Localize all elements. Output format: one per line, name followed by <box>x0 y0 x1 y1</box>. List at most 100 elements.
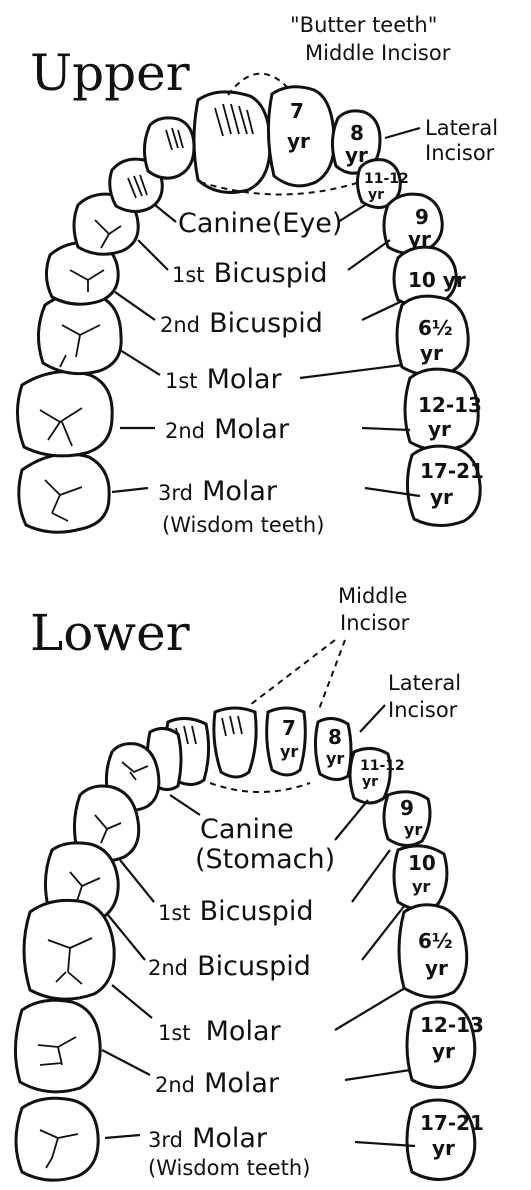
lower-age-molar1-2: yr <box>425 956 448 980</box>
upper-canine-leader-left <box>155 205 176 222</box>
lower-lateral-leader <box>360 705 385 732</box>
lower-left-molar2 <box>15 1000 100 1092</box>
upper-bicuspid2-leader-left <box>115 292 155 320</box>
upper-age-canine-1: 11-12 <box>364 171 409 187</box>
lower-age-lateral-1: 8 <box>328 725 342 749</box>
lower-age-bicuspid1-2: yr <box>404 820 422 839</box>
lower-molar1-leader-right <box>335 988 405 1030</box>
lower-canine-leader-left <box>170 795 200 815</box>
upper-age-canine-2: yr <box>368 187 384 203</box>
upper-age-molar2-2: yr <box>428 417 451 441</box>
upper-bicuspid1-label: 1st Bicuspid <box>172 258 327 289</box>
upper-age-middle-1: 7 <box>290 99 304 123</box>
lower-bicuspid1-ordinal: 1st <box>158 901 191 925</box>
lower-age-molar3-2: yr <box>432 1136 455 1160</box>
upper-molar3-leader-left <box>112 488 148 492</box>
lower-left-middle <box>214 708 256 777</box>
upper-molar1-leader-left <box>120 350 160 375</box>
lower-left-teeth <box>15 708 256 1180</box>
upper-left-lateral <box>144 118 194 178</box>
upper-age-bicuspid1-2: yr <box>408 227 431 251</box>
lower-molar1-leader-left <box>112 985 152 1018</box>
upper-age-molar1-1: 6½ <box>418 316 453 340</box>
lower-age-canine-1: 11-12 <box>360 758 405 774</box>
upper-bicuspid2-ordinal: 2nd <box>160 313 200 337</box>
upper-age-bicuspid1-1: 9 <box>415 205 429 229</box>
upper-molar2-leader-right <box>362 428 410 430</box>
lower-age-middle-1: 7 <box>282 716 296 740</box>
upper-age-lateral-2: yr <box>345 143 368 167</box>
lower-bicuspid2-label: 2nd Bicuspid <box>148 951 311 982</box>
lower-age-molar3-1: 17-21 <box>420 1111 484 1135</box>
lower-molar3-word: Molar <box>192 1123 268 1154</box>
lower-age-bicuspid2-1: 10 <box>408 851 436 875</box>
upper-age-bicuspid2-1: 10 yr <box>408 268 466 292</box>
lower-bicuspid1-leader-left <box>120 860 154 902</box>
upper-age-molar2-1: 12-13 <box>418 393 482 417</box>
upper-lateral-label-2: Incisor <box>425 141 495 165</box>
upper-section: Upper <box>17 13 498 537</box>
upper-bicuspid2-label: 2nd Bicuspid <box>160 308 323 339</box>
lower-molar3-leader-left <box>105 1135 140 1138</box>
lower-age-molar1-1: 6½ <box>418 929 453 953</box>
upper-lateral-leader <box>385 128 420 138</box>
lower-molar3-ordinal: 3rd <box>148 1128 183 1152</box>
lower-section: Lower Middle Incisor Lateral Incisor <box>15 584 484 1180</box>
lower-lateral-label-2: Incisor <box>388 698 458 722</box>
lower-molar1-label: 1st Molar <box>158 1016 282 1047</box>
upper-canine-label: Canine(Eye) <box>178 208 342 239</box>
upper-molar1-label: 1st Molar <box>165 364 283 395</box>
upper-molar3-label: 3rd Molar <box>158 476 278 507</box>
upper-bicuspid1-word: Bicuspid <box>214 258 328 289</box>
upper-age-molar3-1: 17-21 <box>420 459 484 483</box>
upper-bicuspid1-ordinal: 1st <box>172 263 205 287</box>
upper-molar2-label: 2nd Molar <box>165 414 290 445</box>
lower-age-middle-2: yr <box>280 742 298 761</box>
lower-lateral-label-1: Lateral <box>388 671 461 695</box>
upper-molar3-word: Molar <box>202 476 278 507</box>
lower-wisdom-label: (Wisdom teeth) <box>148 1156 310 1180</box>
upper-molar1-word: Molar <box>207 364 283 395</box>
lower-age-lateral-2: yr <box>326 749 344 768</box>
lower-middle-label-1: Middle <box>338 584 407 608</box>
upper-butter-teeth-label: "Butter teeth" <box>290 13 437 37</box>
lower-molar2-word: Molar <box>204 1068 280 1099</box>
lower-age-bicuspid1-1: 9 <box>400 796 414 820</box>
upper-bicuspid2-leader-right <box>362 302 400 320</box>
lower-molar2-leader-left <box>102 1050 150 1075</box>
upper-age-lateral-1: 8 <box>350 121 364 145</box>
lower-age-canine-2: yr <box>362 774 378 790</box>
lower-age-molar2-2: yr <box>432 1039 455 1063</box>
upper-age-molar3-2: yr <box>430 485 453 509</box>
lower-canine-label-1: Canine <box>200 814 294 845</box>
upper-bicuspid1-leader-left <box>138 240 168 270</box>
upper-molar3-ordinal: 3rd <box>158 481 193 505</box>
upper-age-middle-2: yr <box>287 129 310 153</box>
lower-molar2-ordinal: 2nd <box>155 1073 195 1097</box>
lower-molar1-word: Molar <box>206 1016 282 1047</box>
lower-title: Lower <box>30 604 190 662</box>
upper-title: Upper <box>30 44 190 102</box>
upper-molar2-ordinal: 2nd <box>165 419 205 443</box>
lower-bicuspid2-ordinal: 2nd <box>148 956 188 980</box>
lower-canine-leader-right <box>335 800 368 840</box>
lower-bicuspid2-word: Bicuspid <box>197 951 311 982</box>
upper-molar1-leader-right <box>300 365 402 378</box>
lower-canine-label-2: (Stomach) <box>195 844 335 875</box>
upper-age-molar1-2: yr <box>420 341 443 365</box>
lower-middle-label-2: Incisor <box>340 611 410 635</box>
lower-gum-line <box>210 783 310 792</box>
lower-molar2-leader-right <box>345 1070 410 1080</box>
lower-bicuspid1-word: Bicuspid <box>200 896 314 927</box>
lower-bicuspid1-label: 1st Bicuspid <box>158 896 313 927</box>
lower-middle-leader <box>250 640 345 712</box>
lower-molar3-label: 3rd Molar <box>148 1123 268 1154</box>
lower-molar2-label: 2nd Molar <box>155 1068 280 1099</box>
lower-age-molar2-1: 12-13 <box>420 1013 484 1037</box>
lower-molar1-ordinal: 1st <box>158 1021 191 1045</box>
upper-bicuspid1-leader-right <box>348 240 390 270</box>
upper-molar2-word: Molar <box>214 414 290 445</box>
upper-middle-incisor-label: Middle Incisor <box>305 41 451 65</box>
